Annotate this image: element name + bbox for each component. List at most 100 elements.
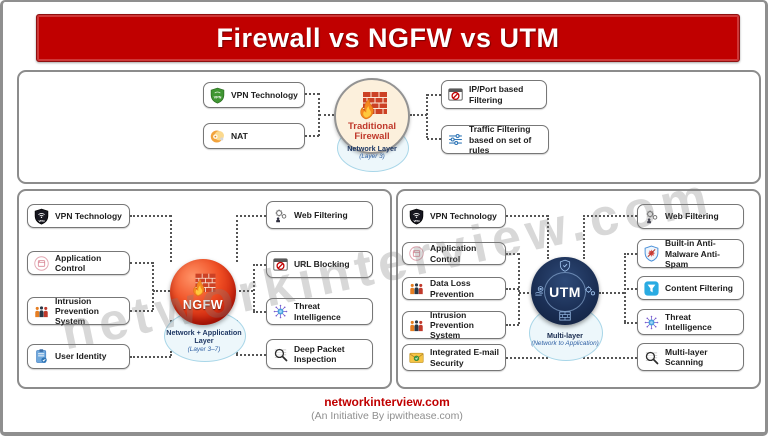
feature-box-content-filtering: Content Filtering: [637, 276, 744, 300]
feature-box-threat-intelligence-ngfw: Threat Intelligence: [266, 298, 373, 325]
threat-intelligence-icon: [643, 314, 660, 331]
feature-box-multilayer-scanning: Multi-layer Scanning: [637, 343, 744, 371]
feature-label: Threat Intelligence: [294, 301, 341, 322]
feature-box-deep-packet-inspection: Deep Packet Inspection: [266, 339, 373, 369]
utm-panel: [396, 189, 761, 389]
brick-wall-flame-icon: [188, 272, 218, 297]
connector: [130, 310, 153, 312]
feature-label: Application Control: [430, 243, 477, 264]
feature-label: User Identity: [55, 351, 107, 362]
connector: [130, 215, 171, 217]
ngfw-title: NGFW: [182, 298, 224, 312]
footer-tagline: (An Initiative By ipwithease.com): [311, 410, 463, 422]
nat-icon: [209, 128, 226, 145]
utm-gears-icon: [583, 284, 597, 298]
connector: [152, 262, 154, 310]
multilayer-scanning-magnifier-icon: [643, 349, 660, 366]
connector: [506, 253, 519, 255]
threat-intelligence-icon: [272, 303, 289, 320]
utm-node: UTM: [531, 257, 599, 325]
feature-box-nat: NAT: [203, 123, 305, 149]
content-filtering-funnel-icon: [643, 280, 660, 297]
connector: [170, 215, 172, 262]
connector: [236, 215, 266, 217]
connector: [410, 114, 427, 116]
ngfw-node: NGFW: [170, 259, 236, 325]
feature-label: Web Filtering: [294, 209, 348, 220]
footer-site-link[interactable]: networkinterview.com: [324, 395, 450, 409]
user-identity-clipboard-icon: [33, 348, 50, 365]
connector: [236, 354, 266, 356]
feature-box-ips-utm: Intrusion Prevention System: [402, 309, 506, 341]
feature-box-application-control-utm: Application Control: [402, 242, 506, 265]
connector: [234, 290, 253, 292]
feature-label: Threat Intelligence: [665, 311, 712, 332]
feature-box-url-blocking: URL Blocking: [266, 251, 373, 278]
connector: [130, 262, 153, 264]
feature-box-ips-ngfw: Intrusion Prevention System: [27, 295, 130, 327]
traffic-sliders-icon: [447, 131, 464, 148]
traditional-layer-label: Network Layer (Layer 3): [347, 144, 397, 161]
feature-label: Data Loss Prevention: [430, 278, 474, 299]
feature-label: Application Control: [55, 252, 102, 273]
email-security-envelope-icon: [408, 349, 425, 366]
connector: [305, 93, 319, 95]
vpn-shield-black-icon: [408, 208, 425, 225]
feature-label: Content Filtering: [665, 282, 733, 293]
utm-title: UTM: [549, 284, 581, 300]
connector: [426, 94, 428, 138]
vpn-shield-green-icon: [209, 87, 226, 104]
feature-label: Web Filtering: [665, 211, 719, 222]
web-filtering-gears-icon: [643, 208, 660, 225]
intrusion-prevention-people-icon: [33, 303, 50, 320]
connector: [506, 288, 519, 290]
traditional-firewall-title: Traditional Firewall: [347, 120, 397, 142]
feature-box-web-filtering-ngfw: Web Filtering: [266, 201, 373, 229]
feature-label: VPN Technology: [231, 89, 298, 100]
feature-label: Intrusion Prevention System: [430, 309, 474, 341]
web-filtering-gears-icon: [272, 207, 289, 224]
feature-box-traffic-filtering: Traffic Filtering based on set of rules: [441, 124, 549, 155]
connector: [583, 215, 585, 259]
ngfw-layer-label: Network + Application Layer (Layer 3–7): [166, 328, 242, 353]
connector: [427, 138, 441, 140]
connector: [253, 311, 266, 313]
traditional-firewall-panel: [17, 70, 761, 184]
application-control-icon: [33, 255, 50, 272]
utm-shield-check-icon: [558, 259, 572, 273]
connector: [583, 357, 637, 359]
utm-firewall-icon: [558, 309, 572, 323]
feature-label: NAT: [231, 130, 248, 141]
feature-label: Traffic Filtering based on set of rules: [469, 124, 532, 155]
connector: [547, 215, 549, 259]
feature-label: Intrusion Prevention System: [55, 295, 99, 327]
feature-box-data-loss-prevention: Data Loss Prevention: [402, 277, 506, 300]
connector: [130, 356, 171, 358]
feature-label: VPN Technology: [55, 210, 122, 221]
connector: [583, 215, 637, 217]
feature-label: Multi-layer Scanning: [665, 346, 708, 367]
traditional-firewall-node: Traditional Firewall: [334, 78, 410, 154]
connector: [518, 253, 520, 324]
feature-label: IP/Port based Filtering: [469, 84, 524, 105]
port-block-icon: [447, 86, 464, 103]
vpn-shield-black-icon: [33, 208, 50, 225]
utm-device-lock-icon: [533, 284, 547, 298]
url-blocking-icon: [272, 256, 289, 273]
feature-box-user-identity: User Identity: [27, 344, 130, 369]
feature-box-ip-port-filtering: IP/Port based Filtering: [441, 80, 547, 109]
feature-box-threat-intelligence-utm: Threat Intelligence: [637, 309, 744, 335]
brick-wall-flame-icon: [354, 90, 390, 120]
page-title: Firewall vs NGFW vs UTM: [216, 22, 560, 53]
feature-box-application-control-ngfw: Application Control: [27, 251, 130, 275]
connector: [624, 253, 626, 322]
feature-box-vpn-technology-traditional: VPN Technology: [203, 82, 305, 108]
utm-layer-label: Multi-layer (Network to Application): [531, 331, 599, 348]
connector: [153, 290, 173, 292]
connector: [506, 215, 548, 217]
feature-label: Integrated E-mail Security: [430, 347, 499, 368]
connector: [253, 264, 266, 266]
feature-label: VPN Technology: [430, 210, 497, 221]
feature-box-vpn-technology-ngfw: VPN Technology: [27, 204, 130, 228]
